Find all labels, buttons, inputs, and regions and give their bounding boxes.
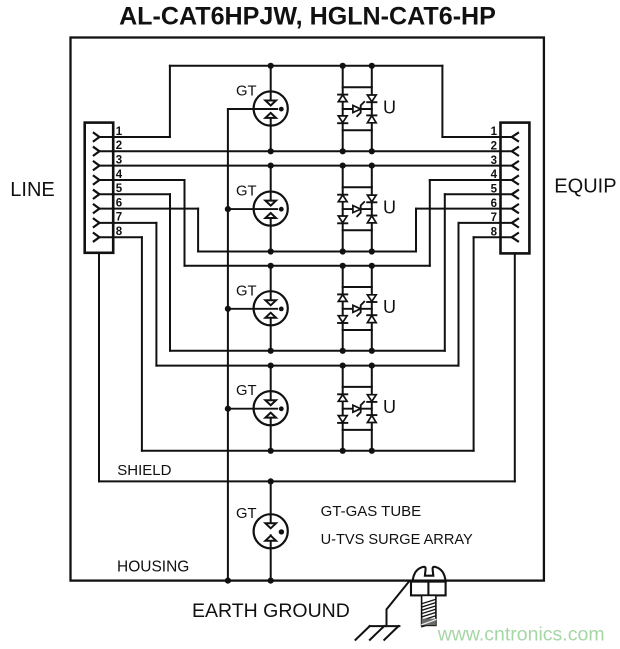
svg-text:7: 7	[491, 212, 497, 224]
svg-text:U-TVS SURGE ARRAY: U-TVS SURGE ARRAY	[321, 532, 473, 548]
svg-text:4: 4	[116, 169, 123, 181]
svg-text:6: 6	[491, 198, 497, 210]
svg-text:1: 1	[116, 126, 123, 138]
svg-text:GT: GT	[236, 184, 257, 200]
svg-text:1: 1	[491, 126, 498, 138]
svg-text:U: U	[383, 197, 396, 217]
svg-text:GT: GT	[236, 84, 257, 100]
svg-text:2: 2	[116, 140, 122, 152]
svg-text:HOUSING: HOUSING	[117, 559, 189, 576]
svg-text:www.cntronics.com: www.cntronics.com	[437, 624, 605, 646]
svg-text:GT: GT	[236, 506, 257, 522]
svg-text:7: 7	[116, 212, 122, 224]
svg-text:6: 6	[116, 197, 122, 209]
svg-text:2: 2	[491, 141, 497, 153]
svg-text:5: 5	[116, 183, 123, 195]
svg-text:LINE: LINE	[10, 179, 54, 201]
svg-text:U: U	[383, 397, 396, 417]
svg-text:GT-GAS TUBE: GT-GAS TUBE	[321, 503, 422, 520]
svg-text:U: U	[383, 297, 396, 317]
svg-text:8: 8	[116, 226, 123, 238]
svg-text:GT: GT	[236, 283, 257, 299]
svg-text:8: 8	[491, 226, 498, 238]
svg-text:EQUIP: EQUIP	[554, 176, 616, 198]
svg-text:AL-CAT6HPJW, HGLN-CAT6-HP: AL-CAT6HPJW, HGLN-CAT6-HP	[119, 2, 496, 30]
svg-text:3: 3	[116, 154, 122, 166]
svg-text:SHIELD: SHIELD	[117, 462, 171, 479]
svg-text:3: 3	[491, 155, 497, 167]
svg-text:4: 4	[491, 169, 498, 181]
svg-text:5: 5	[491, 184, 498, 196]
svg-text:GT: GT	[236, 383, 257, 399]
svg-text:EARTH GROUND: EARTH GROUND	[192, 600, 350, 622]
svg-text:U: U	[383, 97, 396, 117]
